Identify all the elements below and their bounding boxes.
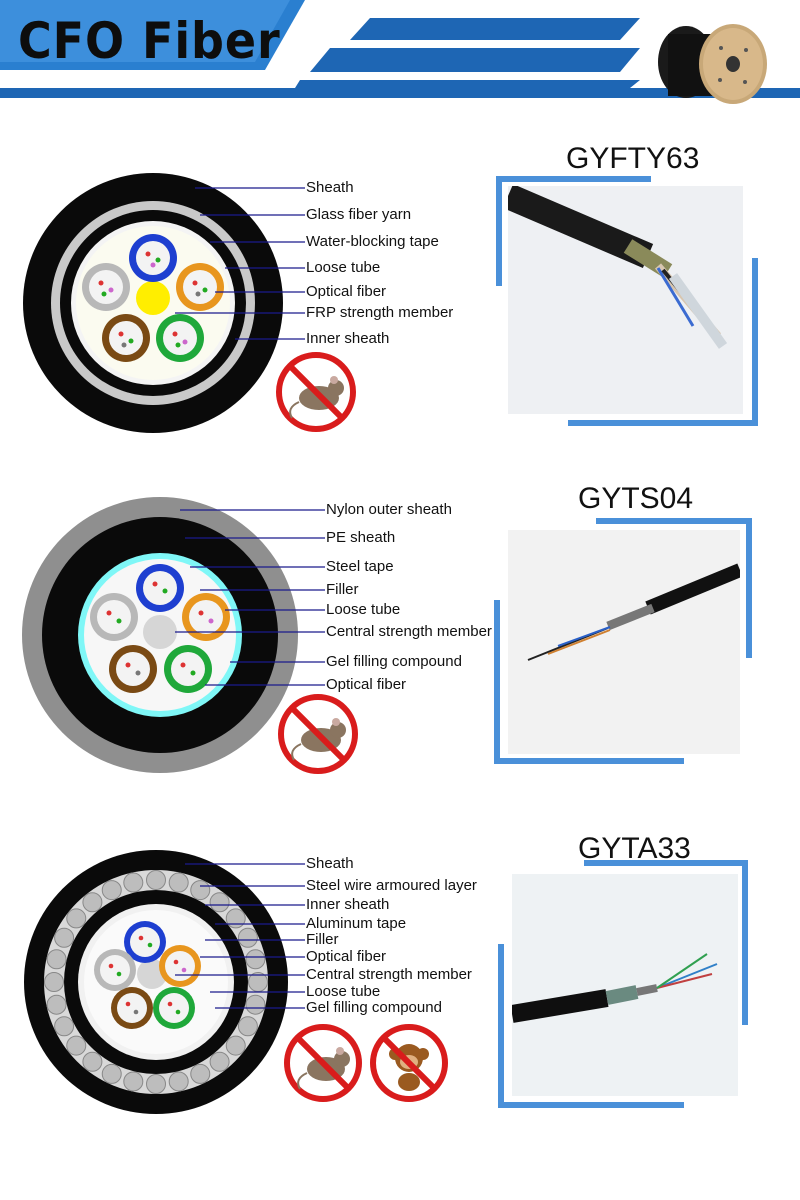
armour-wire: [146, 1074, 166, 1094]
cross-section-diagram: [24, 850, 288, 1114]
armour-wire: [146, 870, 166, 890]
header-stripes: [0, 0, 800, 98]
armour-wire: [46, 994, 67, 1015]
product-photo-frame: [494, 518, 752, 764]
label-inner-sheath: Inner sheath: [306, 330, 390, 347]
leader-lines: [175, 187, 305, 340]
no-rodent-icon: [284, 1024, 362, 1102]
armour-wire: [123, 872, 144, 893]
armour-wire: [54, 1016, 75, 1037]
label-loose-tube: Loose tube: [306, 983, 381, 1000]
label-filler: Filler: [306, 931, 339, 948]
label-frp-strength-member: FRP strength member: [306, 304, 454, 321]
label-water-blocking-tape: Water-blocking tape: [306, 233, 439, 250]
armour-wire: [237, 1016, 258, 1037]
section-gyta33: Sheath Steel wire armoured layer Inner s…: [0, 830, 800, 1190]
label-loose-tube: Loose tube: [326, 601, 401, 618]
product-photo: [508, 530, 740, 754]
label-steel-tape: Steel tape: [326, 558, 394, 575]
armour-wire: [245, 949, 266, 970]
no-monkey-icon: [370, 1024, 448, 1102]
product-photo: [512, 874, 738, 1096]
label-gel-filling-compound: Gel filling compound: [326, 653, 462, 670]
armour-wire: [101, 880, 122, 901]
section-gyts04: Nylon outer sheath PE sheath Steel tape …: [0, 480, 800, 840]
label-optical-fiber: Optical fiber: [326, 676, 407, 693]
label-glass-fiber-yarn: Glass fiber yarn: [306, 206, 412, 223]
leader-lines: [175, 863, 305, 1009]
label-nylon-outer-sheath: Nylon outer sheath: [326, 501, 452, 518]
label-sheath: Sheath: [306, 855, 354, 872]
no-rodent-icon: [276, 352, 356, 432]
label-central-strength-member: Central strength member: [306, 966, 472, 983]
armour-wire: [190, 1063, 211, 1084]
header-banner: CFO Fiber: [0, 0, 800, 105]
section-gyfty63: Sheath Glass fiber yarn Water-blocking t…: [0, 140, 800, 500]
armour-wire: [209, 892, 230, 913]
armour-wire: [54, 927, 75, 948]
product-photo-frame: [498, 860, 748, 1108]
armour-wire: [82, 1051, 103, 1072]
label-loose-tube: Loose tube: [306, 259, 381, 276]
no-rodent-icon: [278, 694, 358, 774]
armour-wire: [225, 908, 246, 929]
model-title: GYTA33: [578, 832, 691, 865]
product-photo: [508, 186, 743, 414]
armour-wire: [225, 1035, 246, 1056]
armour-wire: [245, 994, 266, 1015]
model-title: GYFTY63: [566, 142, 700, 175]
armour-wire: [46, 949, 67, 970]
cross-section-diagram: [23, 173, 283, 433]
armour-wire: [237, 927, 258, 948]
leader-lines: [175, 509, 325, 686]
label-optical-fiber: Optical fiber: [306, 283, 387, 300]
armour-wire: [168, 872, 189, 893]
label-gel-filling-compound: Gel filling compound: [306, 999, 442, 1016]
label-optical-fiber: Optical fiber: [306, 948, 387, 965]
armour-wire: [101, 1063, 122, 1084]
label-aluminum-tape: Aluminum tape: [306, 915, 407, 932]
armour-wire: [66, 908, 87, 929]
label-central-strength-member: Central strength member: [326, 623, 492, 640]
armour-wire: [190, 880, 211, 901]
label-filler: Filler: [326, 581, 359, 598]
label-sheath: Sheath: [306, 179, 354, 196]
armour-wire: [66, 1035, 87, 1056]
armour-wire: [44, 972, 64, 992]
label-steel-wire-armoured-layer: Steel wire armoured layer: [306, 877, 477, 894]
product-photo-frame: [496, 176, 758, 426]
armour-wire: [82, 892, 103, 913]
cable-reel-image: [658, 24, 767, 104]
armour-wire: [209, 1051, 230, 1072]
label-inner-sheath: Inner sheath: [306, 896, 390, 913]
model-title: GYTS04: [578, 482, 694, 515]
brand-logo-text: CFO Fiber: [18, 12, 281, 70]
armour-wire: [168, 1071, 189, 1092]
cross-section-diagram: [22, 497, 298, 773]
armour-wire: [123, 1071, 144, 1092]
label-pe-sheath: PE sheath: [326, 529, 396, 546]
